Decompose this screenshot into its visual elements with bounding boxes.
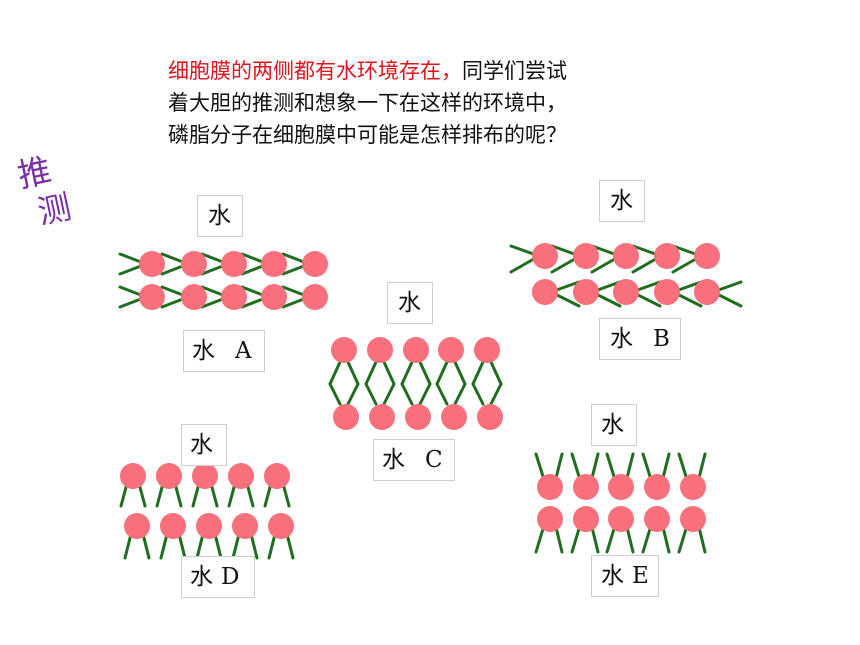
question-highlight: 细胞膜的两侧都有水环境存在， [168,59,462,83]
lipid-head [302,284,328,310]
lipid-head [608,506,634,532]
lipid-head [156,463,182,489]
lipid-tail [453,382,467,406]
lipid-tail [489,382,503,406]
lipid-tail [328,382,342,406]
model-a-letter: A [235,338,252,364]
lipid-head [181,284,207,310]
lipid-head [192,463,218,489]
lipid-head [367,337,393,363]
lipid-tail [471,382,485,406]
lipid-head [405,404,431,430]
lipid-head [196,513,222,539]
water-label-e-top: 水 [591,404,637,446]
lipid-tail [364,360,378,386]
lipid-head [680,506,706,532]
lipid-tail [346,360,360,386]
lipid-head [120,463,146,489]
lipid-tail [382,360,396,386]
lipid-head [369,404,395,430]
model-c-arrangement [328,337,503,430]
lipid-head [654,243,680,269]
lipid-head [654,279,680,305]
lipid-head [573,279,599,305]
lipid-head [261,251,287,277]
lipid-tail [435,360,449,386]
model-b-letter: B [653,326,670,352]
lipid-tail [453,360,467,386]
lipid-head [124,513,150,539]
lipid-head [613,279,639,305]
lipid-head [403,337,429,363]
lipid-head [573,474,599,500]
water-label-a-top: 水 [197,195,243,237]
lipid-head [532,279,558,305]
lipid-head [477,404,503,430]
lipid-head [573,243,599,269]
lipid-head [474,337,500,363]
water-label-b-top: 水 [599,180,645,222]
model-a-arrangement [118,251,328,310]
lipid-tail [400,360,414,386]
lipid-head [232,513,258,539]
lipid-head [441,404,467,430]
lipid-head [139,251,165,277]
lipid-head [302,251,328,277]
lipid-head [694,243,720,269]
lipid-head [221,251,247,277]
question-line-2: 着大胆的推测和想象一下在这样的环境中， [168,91,567,115]
lipid-head [228,463,254,489]
question-line-1: 细胞膜的两侧都有水环境存在，同学们尝试 [168,55,567,87]
lipid-tail [435,382,449,406]
lipid-tail [382,382,396,406]
lipid-head [438,337,464,363]
lipid-tail [328,360,342,386]
model-d-letter: D [221,564,240,590]
lipid-head [608,474,634,500]
lipid-head [221,284,247,310]
lipid-tail [418,360,432,386]
lipid-head [333,404,359,430]
model-d-arrangement [119,463,295,560]
lipid-tail [364,382,378,406]
question-line-3: 磷脂分子在细胞膜中可能是怎样排布的呢？ [168,123,567,147]
lipid-head [139,284,165,310]
model-b-arrangement [509,243,743,308]
water-label-d-top: 水 [181,424,227,466]
water-label-c-top: 水 [387,282,433,324]
model-e-arrangement [534,452,707,554]
lipid-head [644,506,670,532]
lipid-head [268,513,294,539]
lipid-head [181,251,207,277]
lipid-head [680,474,706,500]
model-e-letter: E [632,563,649,589]
lipid-tail [471,360,485,386]
lipid-head [532,243,558,269]
lipid-head [573,506,599,532]
lipid-head [644,474,670,500]
lipid-tail [346,382,360,406]
lipid-head [694,279,720,305]
lipid-head [261,284,287,310]
model-c-letter: C [425,447,443,473]
lipid-head [331,337,357,363]
lipid-head [537,474,563,500]
lipid-tail [489,360,503,386]
lipid-head [160,513,186,539]
lipid-tail [418,382,432,406]
lipid-head [537,506,563,532]
lipid-head [264,463,290,489]
lipid-head [613,243,639,269]
question-text: 细胞膜的两侧都有水环境存在，同学们尝试 着大胆的推测和想象一下在这样的环境中， … [168,55,567,151]
question-line-1-rest: 同学们尝试 [462,59,567,83]
lipid-tail [400,382,414,406]
